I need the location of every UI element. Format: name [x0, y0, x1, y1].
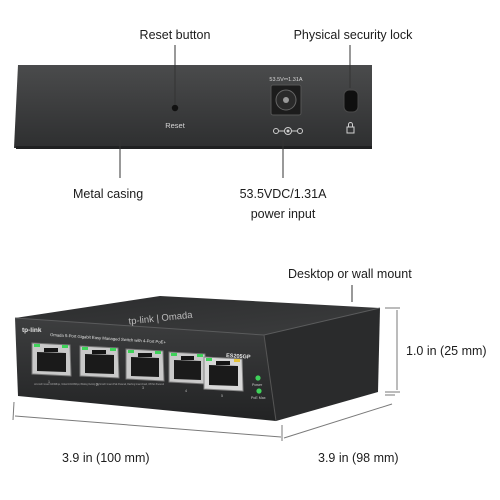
power-led — [255, 375, 261, 381]
reset-pinhole[interactable] — [171, 104, 179, 112]
security-lock-slot[interactable] — [343, 89, 359, 113]
power-rating-label: 53.5V⎓1.31A — [269, 77, 302, 83]
metal-casing-callout: Metal casing — [73, 187, 144, 201]
led-legend: Link LED: Green=1000Mbps, Yellow=10/100M… — [34, 382, 164, 386]
port-number-4: 4 — [185, 389, 187, 393]
model-number: ES205GP — [226, 353, 251, 361]
reset-label: Reset — [165, 121, 186, 130]
width-dimension: 3.9 in (100 mm) — [62, 451, 150, 465]
dc-power-jack[interactable] — [270, 84, 302, 116]
port-number-2: 2 — [96, 383, 98, 387]
reset-button-callout: Reset button — [139, 28, 211, 42]
poe-max-led — [256, 388, 262, 394]
port-3[interactable] — [125, 348, 165, 382]
switch-body: tp-link | Omada — [14, 296, 381, 422]
polarity-icon — [273, 127, 303, 135]
power-led-label: Power — [252, 383, 263, 387]
rear-casing — [14, 65, 372, 148]
dimension-lines — [12, 307, 400, 441]
brand-logo: tp-link — [22, 327, 42, 334]
port-number-1: 1 — [48, 380, 50, 384]
switch-top — [15, 296, 380, 335]
security-lock-callout: Physical security lock — [293, 28, 413, 42]
depth-dimension: 3.9 in (98 mm) — [318, 451, 399, 465]
port-2[interactable] — [79, 345, 120, 379]
mount-callout: Desktop or wall mount — [288, 267, 412, 281]
switch-side — [264, 308, 380, 421]
callout-lines — [119, 45, 353, 302]
rear-panel — [14, 65, 372, 149]
port-group — [31, 342, 244, 392]
port-1[interactable] — [31, 342, 72, 377]
port-4[interactable] — [168, 351, 207, 385]
port-5[interactable] — [203, 356, 244, 392]
port-number-5: 5 — [221, 394, 223, 398]
power-input-callout-line1: 53.5VDC/1.31A — [239, 187, 327, 201]
power-input-callout-line2: power input — [250, 207, 316, 221]
lock-icon — [346, 122, 355, 134]
port-number-3: 3 — [142, 386, 144, 390]
height-dimension: 1.0 in (25 mm) — [406, 344, 487, 358]
poe-max-led-label: PoE Max — [251, 396, 266, 400]
